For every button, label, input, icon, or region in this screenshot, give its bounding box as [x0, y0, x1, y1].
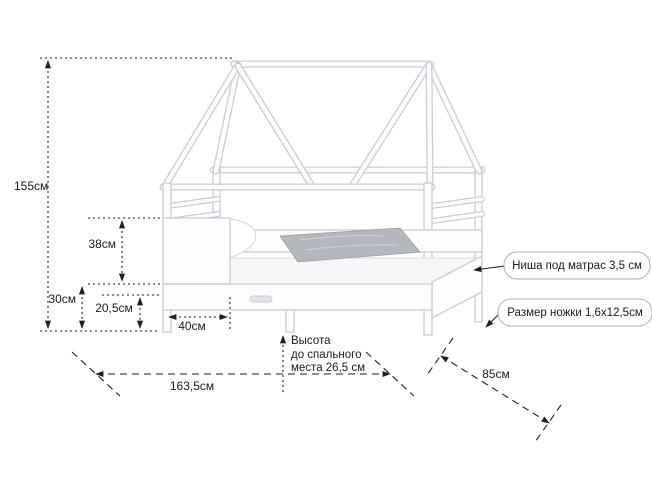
dim-length: 163,5см — [71, 351, 415, 397]
dim-guard-height-label: 38см — [88, 237, 116, 251]
callout-leg-size-label: Размер ножки 1,6x12,5см — [507, 307, 643, 319]
dim-clearance-label: 20,5см — [95, 301, 133, 315]
dim-guard-height: 38см — [88, 217, 163, 285]
callout-mattress-niche-label: Ниша под матрас 3,5 см — [512, 260, 642, 272]
roof-frame — [161, 60, 483, 190]
dim-depth: 85см — [426, 337, 562, 443]
dim-length-label: 163,5см — [170, 379, 214, 393]
callout-leg-size-box — [497, 298, 652, 327]
dim-clearance: 20,5см — [95, 294, 162, 329]
blanket — [279, 227, 421, 263]
gable-lattice-right — [429, 196, 485, 224]
callout-mattress-niche-box — [503, 251, 651, 280]
dim-total-height: 155см — [14, 57, 234, 332]
dim-head-section: 40см — [168, 297, 231, 333]
note-sleep-height-line1: Высота — [291, 335, 331, 347]
dim-total-height-label: 155см — [14, 179, 48, 193]
callout-leg-size: Размер ножки 1,6x12,5см — [485, 298, 652, 328]
note-sleep-height-line2: до спального — [291, 349, 361, 361]
note-sleep-height: Высота до спального места 26,5 см — [279, 335, 365, 392]
head-guard-panel — [162, 217, 231, 285]
front-rail — [162, 283, 433, 311]
dim-head-section-label: 40см — [178, 319, 206, 333]
dim-rail-height-label: 30см — [48, 292, 76, 306]
front-rail-handle — [249, 295, 273, 303]
dim-depth-label: 85см — [482, 367, 510, 381]
middle-front-leg — [285, 309, 295, 333]
callout-mattress-niche: Ниша под матрас 3,5 см — [473, 251, 651, 280]
bed-illustration — [159, 60, 486, 336]
note-sleep-height-line3: места 26,5 см — [291, 362, 365, 374]
dim-rail-height: 30см — [48, 286, 86, 329]
